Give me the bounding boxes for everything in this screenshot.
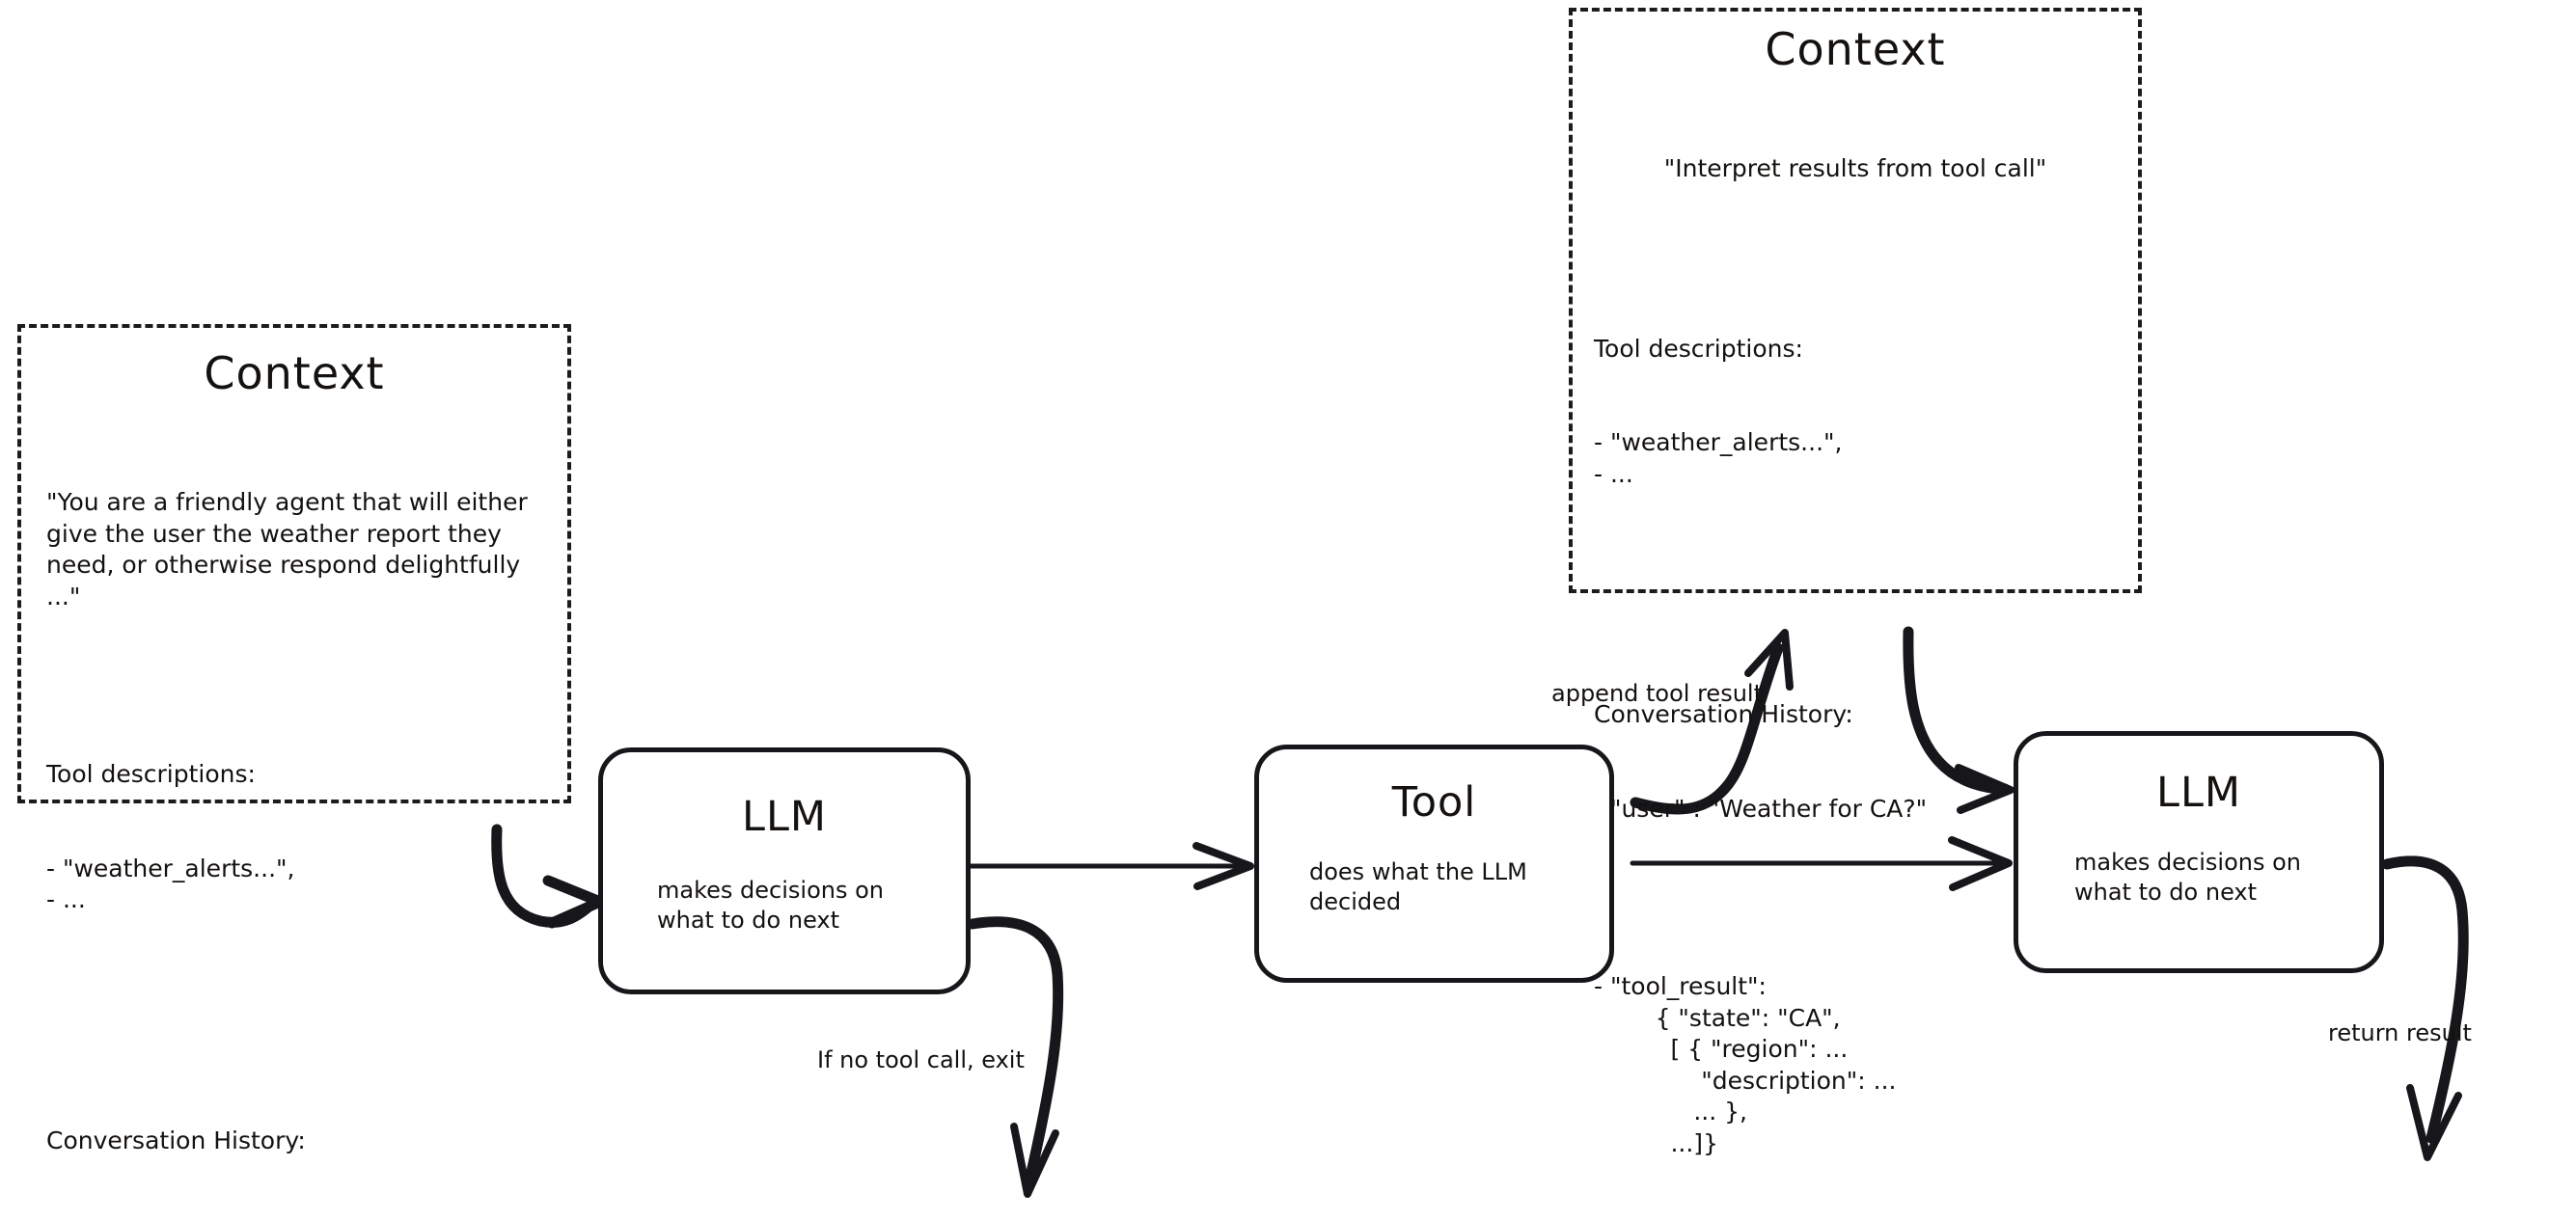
node-tool-subtitle: does what the LLM decided [1309,858,1527,915]
context-right-tool-descriptions-heading: Tool descriptions: [1594,334,1803,363]
arrow-llm2-return-result [2381,855,2469,1161]
edge-label-if-no-tool-call-exit: If no tool call, exit [817,1046,1025,1073]
node-llm-second-title: LLM [2155,769,2241,817]
context-left-title: Context [204,347,385,399]
context-right-conversation: Conversation History: - "user" : "Weathe… [1594,637,2117,887]
context-box-left: Context "You are a friendly agent that w… [17,324,571,1221]
node-tool-title: Tool [1391,778,1477,827]
context-left-conversation-heading: Conversation History: [46,1126,306,1154]
arrow-append-tool-result [1630,629,1794,815]
node-llm-second-subtitle: makes decisions on what to do next [2074,849,2301,906]
arrow-llm1-exit [967,916,1064,1198]
context-right-tool-result: - "tool_result": { "state": "CA", [ { "r… [1594,972,1897,1157]
node-tool[interactable]: Tool does what the LLM decided [1254,745,1614,983]
context-right-body: "Interpret results from tool call" Tool … [1594,91,2117,1221]
context-right-instruction: "Interpret results from tool call" [1663,154,2047,182]
context-left-tool-descriptions-items: - "weather_alerts...", - ... [46,854,295,914]
node-llm-first[interactable]: LLM makes decisions on what to do next [598,747,971,994]
context-left-tool-descriptions: Tool descriptions: - "weather_alerts..."… [46,696,542,979]
context-left-tool-descriptions-heading: Tool descriptions: [46,760,256,788]
context-right-tool-descriptions: Tool descriptions: - "weather_alerts..."… [1594,271,2117,554]
edge-label-append-tool-result: append tool result [1551,680,1763,707]
arrow-tool-to-llm2 [1630,836,2013,891]
context-left-conversation: Conversation History: - "user" : "Weathe… [46,1063,542,1221]
arrow-llm1-to-tool [966,842,1254,890]
node-llm-first-subtitle: makes decisions on what to do next [657,877,884,934]
context-right-conversation-heading: Conversation History: [1594,700,1853,728]
arrow-context-to-llm2 [1903,626,2014,814]
edge-label-return-result: return result [2328,1019,2472,1046]
context-right-title: Context [1765,23,1946,75]
context-right-tool-descriptions-items: - "weather_alerts...", - ... [1594,428,1843,488]
context-left-system-prompt: "You are a friendly agent that will eith… [46,488,535,610]
context-left-body: "You are a friendly agent that will eith… [46,424,542,1221]
node-llm-second[interactable]: LLM makes decisions on what to do next [2014,731,2384,973]
node-llm-first-title: LLM [741,793,827,841]
context-right-conversation-user: - "user" : "Weather for CA?" [1594,794,1928,823]
context-box-right: Context "Interpret results from tool cal… [1569,8,2142,1157]
